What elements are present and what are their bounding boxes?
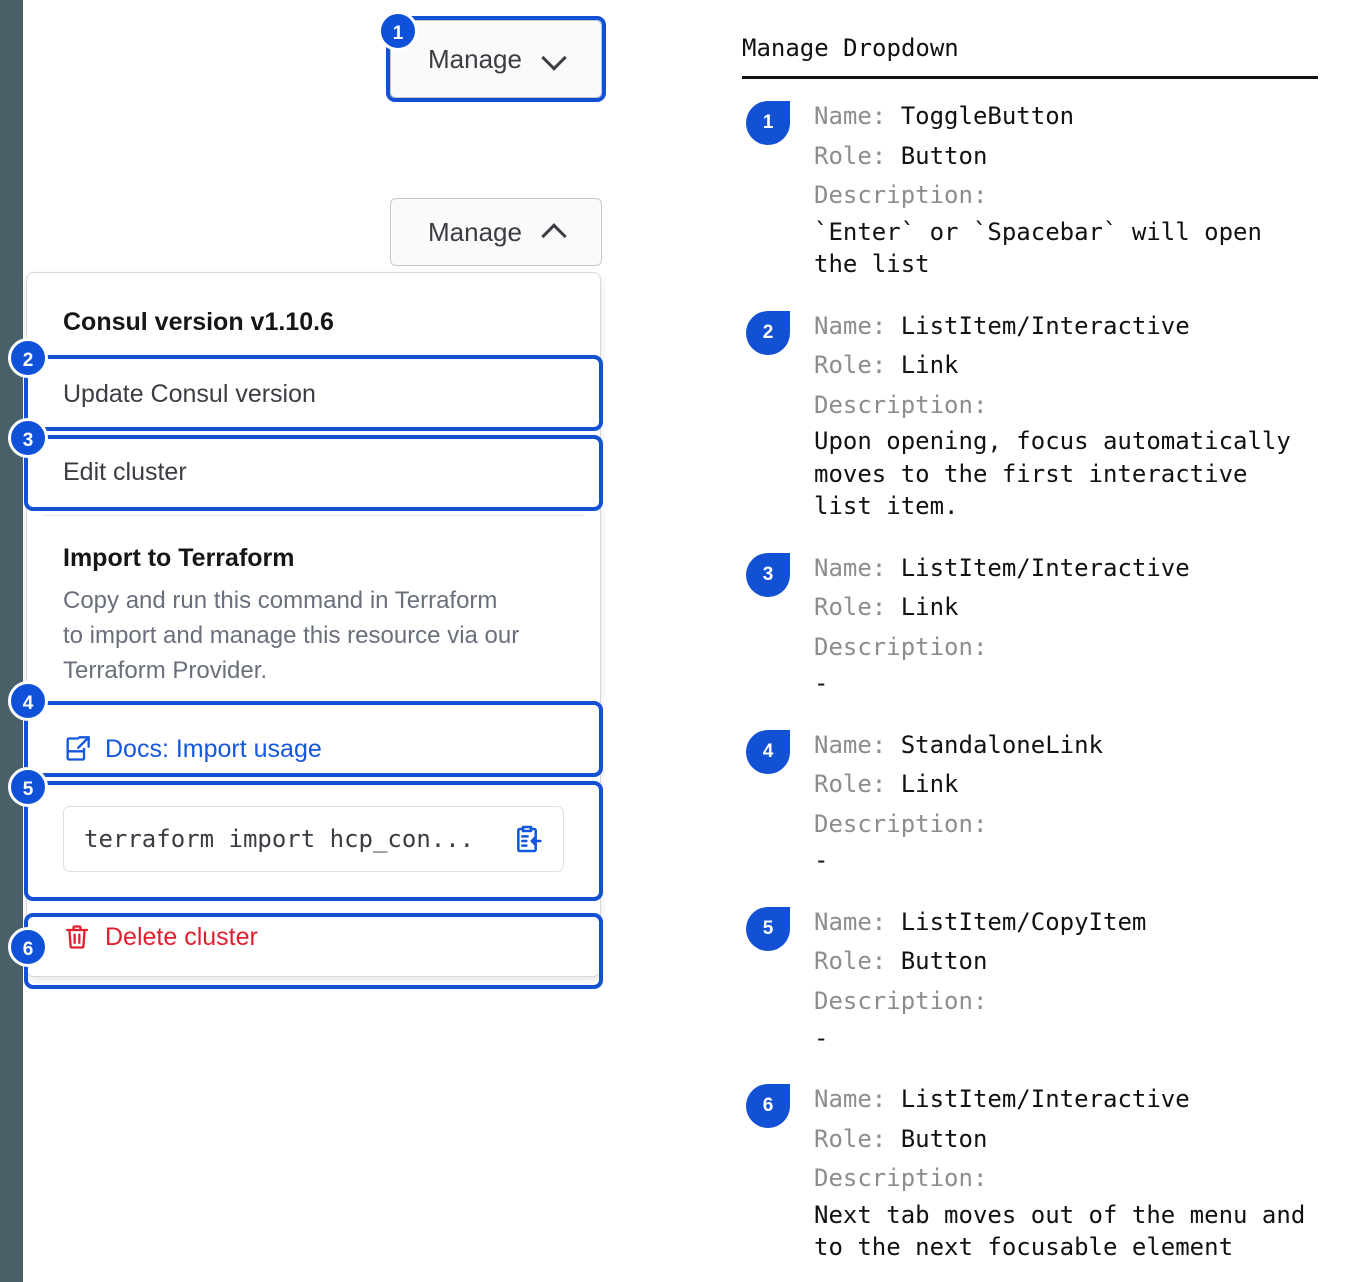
manage-dropdown-menu: Consul version v1.10.6 Update Consul ver… — [26, 272, 601, 978]
annotation-field-label: Role: — [814, 141, 901, 170]
annotation-field-label: Role: — [814, 593, 901, 622]
consul-version-header: Consul version v1.10.6 — [63, 308, 334, 336]
menu-divider — [43, 515, 584, 516]
callout-badge-3: 3 — [8, 418, 48, 458]
annotation-field-value: StandaloneLink — [900, 730, 1103, 759]
annotation-description-value: - — [814, 1023, 829, 1052]
annotation-field-label: Name: — [814, 907, 901, 936]
delete-cluster-label: Delete cluster — [105, 922, 258, 951]
annotation-name-row: Name: ListItem/Interactive — [814, 1080, 1322, 1120]
manage-toggle-button-open[interactable]: Manage — [390, 198, 602, 266]
annotation-role-row: Role: Link — [814, 346, 1322, 386]
annotation-field-value: ToggleButton — [900, 102, 1075, 130]
terraform-command-text: terraform import hcp_con... — [84, 825, 475, 854]
annotation-field-value: Link — [900, 351, 959, 380]
manage-toggle-label-open: Manage — [428, 216, 522, 247]
annotation-field-label: Name: — [814, 102, 901, 130]
manage-toggle-label: Manage — [428, 43, 522, 74]
annotation-field-value: ListItem/CopyItem — [900, 907, 1147, 936]
annotation-description-label: Description: — [814, 181, 988, 210]
annotation-description-label: Description: — [814, 1164, 988, 1193]
menu-item-edit-label: Edit cluster — [63, 457, 187, 486]
docs-import-usage-label: Docs: Import usage — [105, 734, 322, 763]
annotation-role-row: Role: Link — [814, 765, 1322, 805]
chevron-down-icon — [544, 49, 564, 69]
annotation-field-label: Name: — [814, 1085, 901, 1114]
annotation-pin-badge: 3 — [746, 552, 790, 597]
clipboard-copy-icon[interactable] — [511, 823, 543, 855]
annotation-description-value: Next tab moves out of the menu and to th… — [814, 1200, 1306, 1262]
annotation-field-label: Name: — [814, 311, 901, 340]
annotation-description-value: - — [814, 669, 829, 698]
left-side-rail — [0, 0, 23, 1282]
menu-item-delete-cluster[interactable]: Delete cluster — [27, 898, 600, 976]
annotation-pin-badge: 4 — [746, 729, 790, 774]
import-to-terraform-title: Import to Terraform — [63, 544, 295, 572]
annotation-field-value: ListItem/Interactive — [900, 1085, 1190, 1114]
annotation-field-value: Link — [900, 593, 959, 622]
annotation-field-label: Role: — [814, 1124, 901, 1153]
annotation-name-row: Name: ListItem/Interactive — [814, 307, 1322, 347]
annotation-pin-badge: 1 — [746, 101, 790, 145]
annotation-description-label: Description: — [814, 987, 988, 1016]
annotation-panel-rule — [742, 76, 1318, 79]
annotation-role-row: Role: Link — [814, 588, 1322, 628]
callout-badge-2: 2 — [8, 338, 48, 378]
annotation-pin-badge: 5 — [746, 906, 790, 951]
callout-badge-6: 6 — [8, 927, 48, 967]
annotation-name-row: Name: ToggleButton — [814, 97, 1322, 137]
annotation-name-row: Name: ListItem/Interactive — [814, 549, 1322, 589]
menu-item-update-consul-version[interactable]: Update Consul version — [27, 355, 600, 433]
chevron-up-icon — [544, 222, 564, 242]
annotation-field-value: Button — [900, 947, 988, 976]
callout-badge-5: 5 — [8, 767, 48, 807]
annotation-field-label: Name: — [814, 730, 901, 759]
annotation-description-label: Description: — [814, 390, 988, 419]
annotation-field-label: Role: — [814, 770, 901, 799]
annotation-field-value: Link — [900, 770, 959, 799]
annotation-role-row: Role: Button — [814, 1120, 1322, 1160]
manage-toggle-button-closed[interactable]: Manage — [390, 20, 602, 98]
menu-item-docs-import-usage[interactable]: Docs: Import usage — [27, 710, 600, 788]
annotation-field-label: Role: — [814, 947, 901, 976]
menu-item-edit-cluster[interactable]: Edit cluster — [27, 433, 600, 511]
menu-item-update-label: Update Consul version — [63, 379, 316, 408]
annotation-role-row: Role: Button — [814, 137, 1322, 177]
annotation-name-row: Name: StandaloneLink — [814, 726, 1322, 766]
callout-badge-4: 4 — [8, 681, 48, 721]
terraform-command-field[interactable]: terraform import hcp_con... — [63, 806, 564, 873]
external-link-icon — [63, 735, 91, 763]
annotation-description-value: - — [814, 846, 829, 875]
import-to-terraform-description: Copy and run this command in Terraform t… — [63, 587, 520, 685]
annotation-description-value: Upon opening, focus automatically moves … — [814, 427, 1291, 521]
callout-badge-1: 1 — [378, 11, 418, 51]
annotation-description-value: `Enter` or `Spacebar` will open the list — [814, 217, 1262, 279]
annotation-field-label: Name: — [814, 553, 901, 582]
annotation-description-label: Description: — [814, 632, 988, 661]
annotation-panel-title: Manage Dropdown — [742, 34, 959, 62]
annotation-field-label: Role: — [814, 351, 901, 380]
annotation-field-value: Button — [900, 141, 988, 170]
annotation-pin-badge: 6 — [746, 1084, 790, 1129]
annotation-field-value: ListItem/Interactive — [900, 553, 1190, 582]
annotation-name-row: Name: ListItem/CopyItem — [814, 903, 1322, 943]
terraform-command-row: terraform import hcp_con... — [27, 788, 600, 898]
annotation-field-value: ListItem/Interactive — [900, 311, 1190, 340]
trash-icon — [63, 923, 91, 951]
annotation-description-label: Description: — [814, 809, 988, 838]
annotation-role-row: Role: Button — [814, 942, 1322, 982]
annotation-pin-badge: 2 — [746, 310, 790, 355]
annotation-field-value: Button — [900, 1124, 988, 1153]
